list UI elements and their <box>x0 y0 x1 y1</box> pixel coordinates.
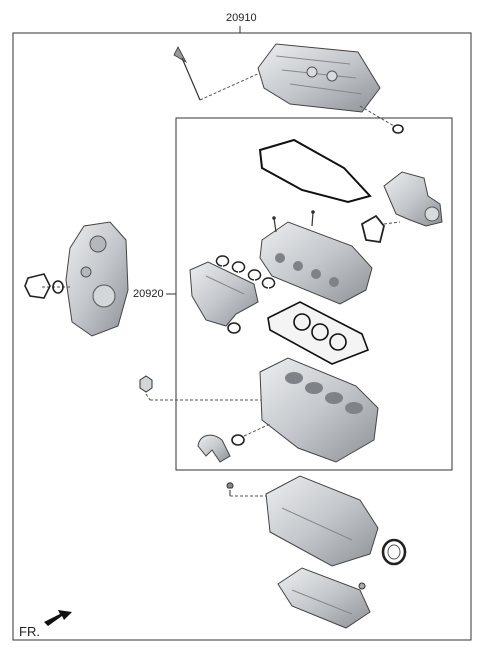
cylinder-head-icon <box>259 221 373 305</box>
dipstick-leader <box>199 71 263 101</box>
bolt-icon <box>226 482 234 496</box>
inner-part-number: 20920 <box>133 288 164 300</box>
bolt-icon <box>272 210 315 233</box>
lower-crankcase-icon <box>265 475 379 567</box>
oring-icon <box>392 124 404 134</box>
hose-elbow-icon <box>197 434 231 463</box>
rear-oil-seal-icon <box>381 538 407 566</box>
timing-cover-icon <box>65 221 129 337</box>
head-gasket-icon <box>267 301 370 365</box>
front-marker: FR. <box>19 624 40 639</box>
water-pump-housing-icon <box>383 171 443 227</box>
manifold-gasket-icon <box>215 255 276 289</box>
top-part-number: 20910 <box>226 12 257 24</box>
plug-leader <box>145 393 151 401</box>
head-cover-gasket-icon <box>258 138 372 204</box>
oring-icon <box>52 280 64 294</box>
timing-cover-gasket-icon <box>24 273 51 299</box>
cylinder-block-icon <box>259 357 379 463</box>
drain-plug-icon <box>358 582 366 590</box>
front-arrow-icon <box>44 610 72 626</box>
oring-icon <box>231 434 245 446</box>
exhaust-manifold-icon <box>189 261 259 327</box>
hose-leader <box>243 423 271 437</box>
oil-pan-icon <box>277 567 371 629</box>
valve-cover-leader <box>359 105 395 127</box>
hex-plug-icon <box>139 375 153 393</box>
oring-icon <box>227 322 241 334</box>
pump-gasket-icon <box>360 214 385 244</box>
engine-kit-frame <box>12 32 472 641</box>
pump-leader <box>383 221 401 225</box>
valve-cover-icon <box>257 43 381 113</box>
dipstick-icon <box>173 46 201 101</box>
